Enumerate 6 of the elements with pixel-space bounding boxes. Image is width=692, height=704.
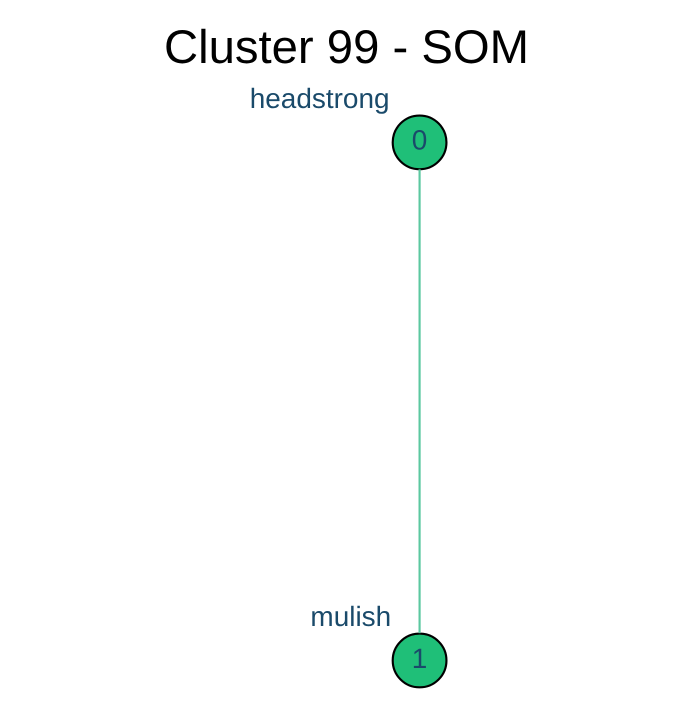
- node-circle: 0: [391, 114, 448, 170]
- node-circle: 1: [391, 632, 448, 688]
- connector: [418, 169, 420, 634]
- node-label: mulish: [310, 600, 391, 632]
- diagram-title: Cluster 99 - SOM: [163, 21, 529, 74]
- node-label: headstrong: [249, 82, 390, 114]
